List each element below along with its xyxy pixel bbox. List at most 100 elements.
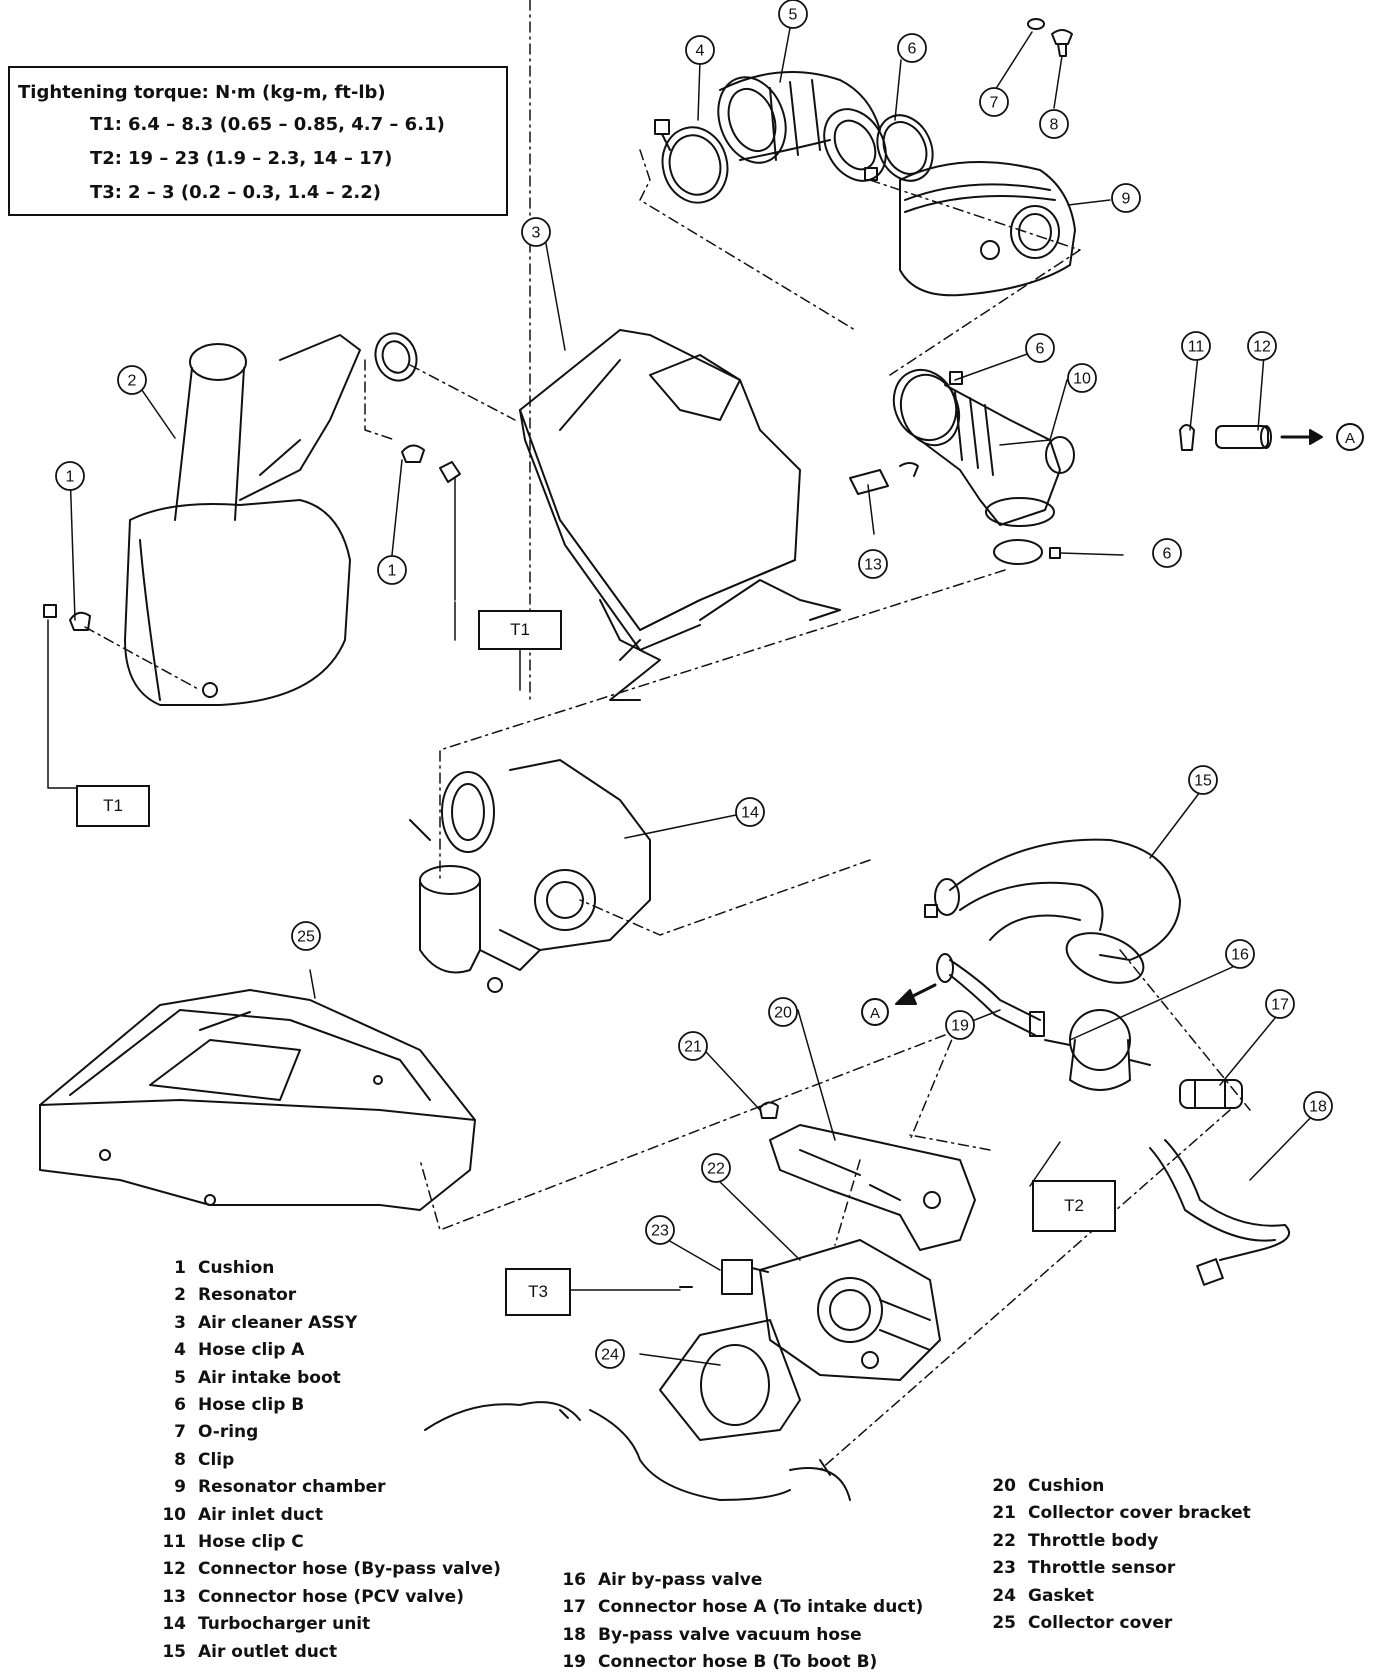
legend-item-number: 23: [992, 1558, 1016, 1579]
air-outlet-duct-drawing: [924, 838, 1181, 984]
legend-item-name: Air inlet duct: [198, 1504, 324, 1525]
torque-ref-t2: T2: [1032, 1180, 1116, 1232]
connector-hose-b-drawing: [936, 953, 1045, 1037]
throttle-body-drawing: [759, 1239, 941, 1381]
legend-item-name: Hose clip C: [198, 1532, 304, 1552]
callout-19: 19: [945, 1010, 975, 1040]
throttle-sensor-drawing: [679, 1259, 769, 1295]
callout-22: 22: [701, 1153, 731, 1183]
callout-18: 18: [1303, 1091, 1333, 1121]
air-bypass-valve-drawing: [1044, 1009, 1151, 1091]
torque-row-t3: T3:2 – 3 (0.2 – 0.3, 1.4 – 2.2): [90, 182, 381, 203]
torque-ref-t1-lower: T1: [76, 785, 150, 827]
callout-number: 8: [1050, 117, 1059, 134]
torque-row-t1: T1:6.4 – 8.3 (0.65 – 0.85, 4.7 – 6.1): [90, 114, 445, 135]
engine-outline-drawing: [424, 1401, 851, 1501]
turbocharger-unit-drawing: [409, 759, 651, 993]
callout-7: 7: [979, 87, 1009, 117]
legend-item-number: 1: [174, 1258, 186, 1278]
legend-item-number: 17: [562, 1597, 586, 1618]
assembly-guide-lines: [84, 0, 1251, 1471]
legend-item-name: Connector hose B (To boot B): [598, 1652, 878, 1672]
legend-item-number: 11: [162, 1532, 186, 1552]
connector-hose-pcv-drawing: [849, 462, 919, 495]
legend-item: 21 Collector cover bracket: [980, 1503, 1251, 1524]
legend-item-name: O-ring: [198, 1422, 259, 1443]
hose-clip-c-drawing: [1179, 424, 1195, 451]
callout-number: 16: [1231, 947, 1249, 964]
legend-item-number: 6: [174, 1395, 186, 1415]
callout-20: 20: [768, 997, 798, 1027]
callout-17: 17: [1265, 989, 1295, 1019]
callout-number: 3: [532, 225, 541, 242]
legend-item-name: Connector hose (By-pass valve): [198, 1559, 501, 1580]
torque-row-label: T3:: [90, 182, 123, 203]
torque-spec-title: Tightening torque: N·m (kg-m, ft-lb): [18, 82, 386, 103]
callout-2: 2: [117, 365, 147, 395]
legend-item-number: 22: [992, 1530, 1016, 1551]
hose-clip-small-drawing: [374, 332, 418, 382]
o-ring-drawing: [1027, 18, 1045, 30]
air-cleaner-assy-drawing: [519, 329, 841, 701]
torque-row-label: T1:: [90, 114, 123, 135]
legend-item-name: Resonator: [198, 1285, 297, 1306]
hose-clip-a-drawing: [654, 119, 729, 204]
callout-number: 9: [1122, 191, 1131, 208]
callout-number: 4: [696, 43, 705, 60]
legend-item: 10 Air inlet duct: [150, 1505, 323, 1525]
resonator-drawing: [124, 334, 361, 706]
callout-number: 23: [651, 1223, 669, 1240]
callout-number: 13: [864, 557, 882, 574]
legend-item-number: 3: [174, 1312, 186, 1333]
torque-row-label: T2:: [90, 148, 123, 169]
callout-16: 16: [1225, 939, 1255, 969]
legend-item-number: 25: [992, 1613, 1016, 1633]
legend-item-name: Cushion: [1028, 1476, 1105, 1496]
legend-item-name: Air intake boot: [198, 1367, 341, 1388]
arrow-a-label-left: A: [870, 1005, 880, 1022]
callout-9: 9: [1111, 183, 1141, 213]
legend-item-number: 9: [174, 1477, 186, 1498]
legend-item-name: Collector cover bracket: [1028, 1503, 1251, 1524]
legend-item-name: Throttle body: [1028, 1530, 1159, 1551]
callout-15: 15: [1188, 765, 1218, 795]
torque-row-value: 6.4 – 8.3 (0.65 – 0.85, 4.7 – 6.1): [128, 114, 445, 135]
legend-item: 7 O-ring: [150, 1422, 258, 1442]
legend-item-number: 4: [174, 1340, 186, 1361]
legend-item-number: 5: [174, 1367, 186, 1388]
legend-item-number: 14: [162, 1614, 186, 1635]
callout-number: 20: [774, 1005, 792, 1022]
legend-item-number: 7: [174, 1422, 186, 1443]
resonator-chamber-drawing: [899, 161, 1076, 297]
gasket-drawing: [659, 1319, 801, 1441]
callout-4: 4: [685, 35, 715, 65]
callout-24: 24: [595, 1339, 625, 1369]
callout-12: 12: [1247, 331, 1277, 361]
callout-number: 15: [1194, 773, 1212, 790]
legend-item-number: 10: [162, 1504, 186, 1525]
callout-11: 11: [1181, 331, 1211, 361]
clip-drawing: [1051, 29, 1073, 57]
callout-number: 18: [1309, 1099, 1327, 1116]
collector-cover-drawing: [39, 989, 476, 1211]
torque-ref-t1-upper: T1: [478, 610, 562, 650]
air-intake-boot-drawing: [717, 71, 887, 182]
legend-item-name: Connector hose (PCV valve): [198, 1586, 464, 1607]
legend-item-name: Air cleaner ASSY: [198, 1312, 358, 1333]
legend-item-number: 15: [162, 1641, 186, 1662]
legend-item: 11 Hose clip C: [150, 1532, 304, 1552]
callout-number: 6: [1036, 341, 1045, 358]
legend-item-number: 21: [992, 1503, 1016, 1524]
legend-item-name: Collector cover: [1028, 1613, 1173, 1633]
callout-13: 13: [858, 549, 888, 579]
torque-row-value: 2 – 3 (0.2 – 0.3, 1.4 – 2.2): [128, 182, 382, 203]
callout-number: 6: [1163, 546, 1172, 563]
callout-number: 22: [707, 1161, 725, 1178]
